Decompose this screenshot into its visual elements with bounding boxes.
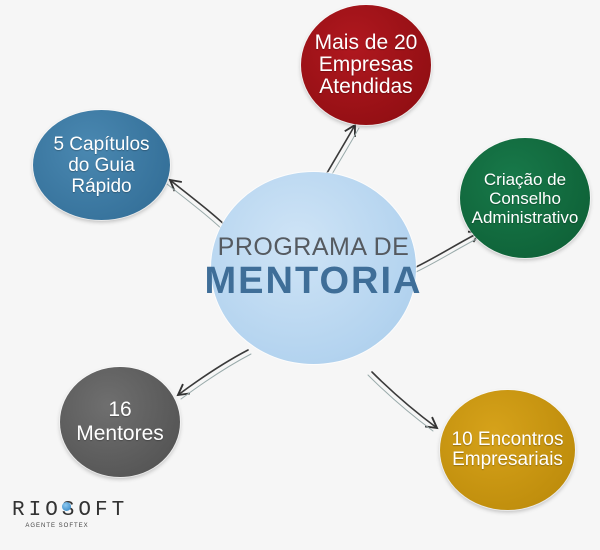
riosoft-logo: RIOSOFT AGENTE SOFTEX bbox=[12, 499, 129, 530]
arrow-to-conselho-shadow bbox=[415, 235, 483, 273]
arrow-to-capitulos bbox=[168, 178, 231, 231]
node-label-line: 16 bbox=[108, 398, 132, 421]
node-label-line: do Guia bbox=[68, 154, 135, 176]
arrow-to-mentores-shadow bbox=[180, 353, 252, 400]
node-label-line: Empresariais bbox=[452, 449, 563, 470]
node-label-line: 5 Capítulos bbox=[53, 133, 150, 155]
node-label-line: Rápido bbox=[71, 175, 132, 197]
arrow-to-mentores bbox=[176, 349, 249, 397]
logo-globe-icon bbox=[62, 502, 71, 511]
arrow-to-conselho bbox=[413, 230, 482, 269]
center-title-line1: PROGRAMA DE bbox=[217, 233, 410, 261]
node-label-line: Administrativo bbox=[471, 207, 579, 227]
node-label-line: Conselho bbox=[489, 188, 561, 208]
logo-subtitle: AGENTE SOFTEX bbox=[25, 523, 89, 529]
node-label-line: Empresas bbox=[318, 53, 414, 76]
node-mais-de-20-empresas: Mais de 20 Empresas Atendidas bbox=[301, 5, 431, 125]
arrow-to-capitulos-shadow bbox=[166, 183, 228, 235]
arrow-to-encontros-shadow bbox=[367, 374, 434, 432]
node-label-line: Mais de 20 bbox=[314, 31, 418, 54]
node-16-mentores: 16 Mentores bbox=[60, 367, 180, 477]
node-label-line: 10 Encontros bbox=[451, 429, 564, 450]
node-conselho-administrativo: Criação de Conselho Administrativo bbox=[460, 138, 590, 258]
node-label-line: Criação de bbox=[483, 169, 567, 189]
center-title-line2: MENTORIA bbox=[204, 260, 423, 302]
center-node: PROGRAMA DE MENTORIA bbox=[205, 172, 420, 364]
node-10-encontros: 10 Encontros Empresariais bbox=[440, 390, 575, 510]
logo-text: RIOSOFT bbox=[12, 499, 129, 522]
node-5-capitulos: 5 Capítulos do Guia Rápido bbox=[33, 110, 170, 220]
node-label-line: Atendidas bbox=[319, 75, 413, 98]
node-label-line: Mentores bbox=[76, 422, 164, 445]
arrow-to-encontros bbox=[371, 371, 439, 430]
